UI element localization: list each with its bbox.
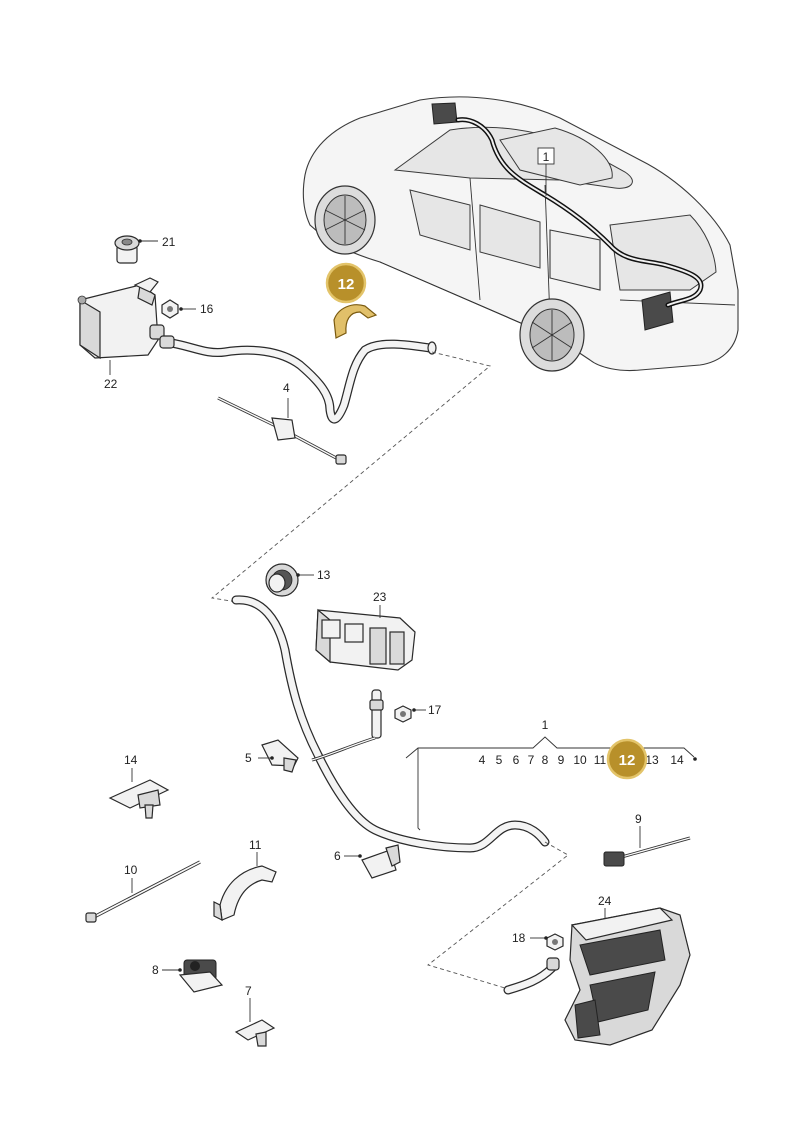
label-14: 14 — [124, 753, 138, 767]
label-9: 9 — [635, 812, 642, 826]
part-5-clip: 5 — [245, 739, 299, 773]
part-24-fuse-box: 24 — [564, 894, 691, 1046]
label-11: 11 — [249, 838, 262, 852]
part-4-cable-tie: 4 — [217, 381, 347, 465]
group-sequence-label: 5 — [496, 753, 503, 767]
group-sequence-label: 14 — [670, 753, 684, 767]
badge-12-top[interactable]: 12 — [325, 262, 367, 304]
group-sequence-label: 6 — [513, 753, 520, 767]
group-sequence-label: 7 — [528, 753, 535, 767]
part-22-actuator: 22 — [77, 277, 165, 391]
part-9-cable-tie: 9 — [603, 812, 691, 867]
dashed-connector-upper — [210, 351, 491, 605]
label-4: 4 — [283, 381, 290, 395]
label-5: 5 — [245, 751, 252, 765]
svg-text:12: 12 — [619, 752, 636, 769]
group-sequence-label: 10 — [573, 753, 587, 767]
part-18-nut: 18 — [512, 931, 564, 951]
label-23: 23 — [373, 590, 387, 604]
part-21-grommet: 21 — [114, 235, 176, 264]
part-11-holder: 11 — [213, 838, 277, 922]
part-6-clip: 6 — [334, 844, 401, 879]
group-sequence-label: 4 — [479, 753, 486, 767]
group-sequence-label: 8 — [542, 753, 549, 767]
label-24: 24 — [598, 894, 612, 908]
badge-12-group[interactable]: 12 — [606, 738, 648, 780]
label-18: 18 — [512, 931, 526, 945]
label-21: 21 — [162, 235, 176, 249]
label-1-car: 1 — [543, 150, 550, 164]
svg-text:12: 12 — [338, 276, 355, 293]
dashed-connector-lower — [427, 841, 569, 989]
label-22: 22 — [104, 377, 118, 391]
label-16: 16 — [200, 302, 214, 316]
group-sequence-label: 9 — [558, 753, 565, 767]
label-17: 17 — [428, 703, 442, 717]
label-10: 10 — [124, 863, 138, 877]
part-17-nut: 17 — [369, 689, 442, 739]
car-illustration: 1 — [302, 96, 739, 372]
label-6: 6 — [334, 849, 341, 863]
part-12-bracket-highlight — [333, 304, 378, 339]
part-13-grommet: 13 — [265, 563, 331, 597]
label-7: 7 — [245, 984, 252, 998]
part-10-cable-tie: 10 — [85, 860, 201, 923]
lower-hose — [231, 595, 550, 853]
label-1-group: 1 — [542, 718, 549, 732]
short-lower-hose — [503, 957, 560, 995]
part-14-bracket: 14 — [108, 753, 170, 819]
label-8: 8 — [152, 963, 159, 977]
upper-hose — [159, 335, 437, 424]
part-7-bracket: 7 — [234, 984, 276, 1047]
group-sequence-label: 11 — [594, 753, 607, 767]
label-13: 13 — [317, 568, 331, 582]
part-16-nut: 16 — [161, 299, 214, 319]
group-sequence-label: 13 — [645, 753, 659, 767]
part-8-connector: 8 — [152, 959, 224, 993]
part-23-connector-block: 23 — [315, 590, 416, 671]
